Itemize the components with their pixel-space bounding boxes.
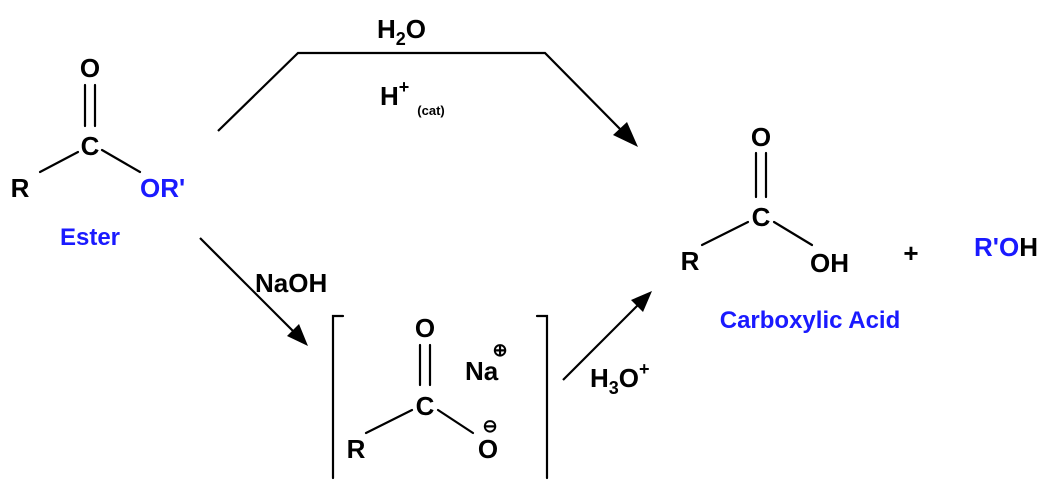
acid-carbon: C (752, 202, 771, 232)
carboxylate-bracket-right (535, 314, 549, 480)
ester-carbonyl-oxygen: O (80, 53, 100, 83)
carboxylic-acid-structure: O C R OH Carboxylic Acid (681, 122, 901, 334)
alcohol-byproduct: R'OH (974, 232, 1038, 262)
carboxylate-r-group: R (347, 434, 366, 464)
ester-r-bond (38, 150, 80, 174)
workup-arrow-head (631, 291, 652, 312)
acid-arrow-shaft (217, 51, 623, 132)
ester-or-bond (100, 148, 142, 174)
carboxylate-carbonyl-oxygen: O (415, 313, 435, 343)
naoh-reagent: NaOH (255, 268, 327, 298)
saponification-arrow-shaft (199, 237, 297, 335)
acid-arrow-head (613, 122, 638, 147)
carboxylate-carbon: C (416, 391, 435, 421)
ester-caption: Ester (60, 224, 120, 251)
workup-arrow-shaft (562, 302, 641, 381)
water-reagent: H2O (377, 14, 426, 49)
saponification-arrow-head (287, 324, 308, 346)
acid-hydrolysis-arrow (217, 51, 638, 147)
positive-charge-icon: ⊕ (492, 340, 507, 360)
acid-carbonyl-oxygen: O (751, 122, 771, 152)
acid-hydroxyl-group: OH (810, 248, 849, 278)
acid-r-bond (700, 220, 750, 247)
ester-alkoxy-group: OR' (140, 173, 185, 203)
carboxylate-o-bond (436, 408, 475, 435)
workup-arrow (562, 291, 652, 381)
acid-r-group: R (681, 246, 700, 276)
carboxylate-r-bond (364, 408, 414, 435)
ester-r-group: R (11, 173, 30, 203)
saponification-arrow (199, 237, 308, 346)
hydronium-reagent: H3O+ (590, 359, 650, 398)
carboxylic-acid-caption: Carboxylic Acid (720, 307, 901, 334)
carboxylate-bracket-left (331, 314, 345, 480)
ester-carbon: C (81, 131, 100, 161)
carboxylate-oxygen: O (478, 434, 498, 464)
acid-oh-bond (772, 220, 814, 247)
ester-structure: O C R OR' Ester (11, 53, 186, 251)
negative-charge-icon: ⊖ (482, 416, 497, 436)
carboxylate-structure: O C R O ⊖ Na ⊕ (347, 313, 508, 464)
acid-catalyst: H+(cat) (380, 77, 445, 118)
plus-sign: + (903, 238, 918, 268)
sodium-counterion: Na (465, 356, 499, 386)
